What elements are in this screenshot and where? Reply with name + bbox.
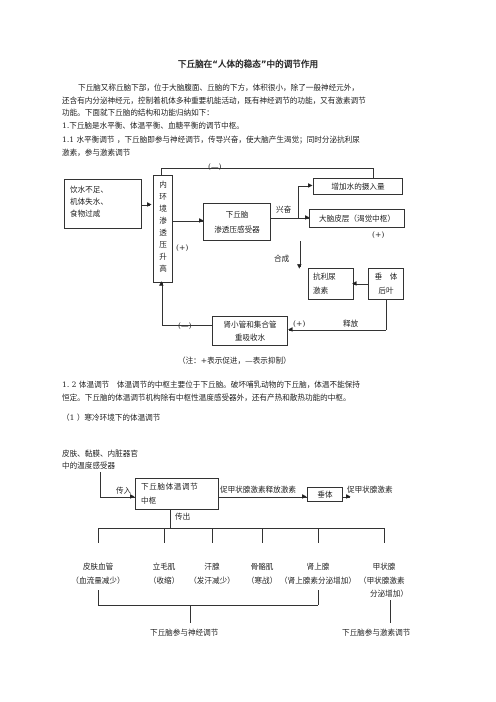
stimulus-box: 饮水不足、 机体失水、 食物过咸 (64, 179, 142, 229)
receptor-line-2: 中的温度感受器 (62, 461, 116, 470)
synthesis-label: 合成 (274, 254, 290, 263)
inhibit-top: (—) (208, 162, 222, 171)
promote-bottom: (+) (293, 319, 306, 328)
efferent-label: 传出 (175, 512, 191, 521)
page-title: 下丘脑在“人体的稳态”中的调节作用 (177, 60, 319, 70)
effector-arrector-pili: 立毛肌 (152, 562, 176, 571)
hormone-regulation-label: 下丘脑参与激素调节 (342, 628, 411, 637)
point-1: 1.下丘脑是水平衡、体温平衡、血糖平衡的调节中枢。 (62, 121, 244, 130)
promote-cortex: (+) (372, 230, 385, 239)
diagram-note: （注：+表示促进，—表示抑制） (178, 356, 291, 365)
drink-box: 增加水的摄入量 (313, 178, 403, 195)
point-1-1-line-2: 激素，参与激素调节 (62, 147, 131, 157)
effector-skeletal-muscle: 骨骼肌 (250, 562, 274, 571)
effector-sweat-gland: 汗腺 (204, 562, 220, 571)
afferent-label: 传入 (116, 486, 132, 495)
neural-regulation-label: 下丘脑参与神经调节 (150, 628, 219, 637)
osmoreceptor-box: 下丘脑 渗透压感受器 (203, 203, 271, 241)
inhibit-bottom: (—) (178, 321, 192, 330)
cortex-box: 大脑皮层（渴觉中枢） (309, 209, 405, 228)
effector-skin-vessel: 皮肤血管 (82, 562, 114, 571)
point-1-2-line-1: 1. 2 体温调节 体温调节的中枢主要位于下丘脑。破坏哺乳动物的下丘脑，体温不能… (62, 380, 360, 389)
intro-line-3: 功能。下面就下丘脑的结构和功能归纳如下： (62, 108, 214, 117)
thermo-center-box: 下丘脑体温调节 中枢 (135, 478, 219, 510)
pituitary-box: 垂体 (307, 487, 343, 502)
release-label: 释放 (343, 319, 359, 328)
adh-box: 抗利尿 激素 (308, 268, 354, 300)
point-1-2-line-2: 恒定。下丘脑的体温调节机构除有中枢性温度感受器外，还有产热和散热功能的中枢。 (62, 392, 351, 402)
effector-adrenal: 肾上腺 (306, 562, 330, 571)
pituitary-posterior-box: 垂 体 后叶 (368, 268, 404, 300)
kidney-box: 肾小管和集合管 重吸收水 (212, 316, 288, 346)
promote-left: (+) (176, 243, 189, 252)
tsh-label: 促甲状腺激素 (347, 485, 393, 494)
intro-line-2: 还含有内分泌神经元，控制着机体多种重要机能活动，既有神经调节的功能，又有激素调节 (62, 95, 366, 105)
receptor-line-1: 皮肤、黏膜、内脏器官 (62, 449, 138, 458)
effector-thyroid: 甲状腺 (372, 562, 396, 571)
point-1-2-a: （1 ）寒冷环境下的体温调节 (62, 413, 161, 422)
osmotic-pressure-box: 内 环 境 渗 透 压 升 高 (153, 175, 173, 283)
excite-label: 兴奋 (276, 205, 292, 214)
intro-line-1: 下丘脑又称丘脑下部，位于大脑腹面、丘脑的下方，体积很小，除了一般神经元外， (78, 83, 359, 92)
point-1-1-line-1: 1.1 水平衡调节 ，下丘脑即参与神经调节，传导兴奋，使大脑产生渴觉；同时分泌抗… (62, 135, 360, 144)
trh-label: 促甲状腺激素释放激素 (220, 485, 296, 494)
